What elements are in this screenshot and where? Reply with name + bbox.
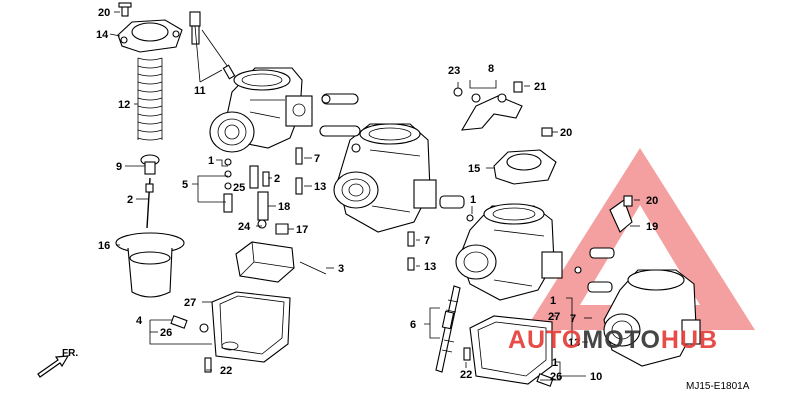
callout: 1 [550,295,556,307]
watermark-logo [525,148,755,330]
cap-assembly [115,2,185,298]
float [235,241,327,283]
carburetor-rear-right [574,195,701,367]
top-cap-right [493,149,557,185]
callout: 13 [568,337,580,349]
callout: 20 [560,127,572,139]
callout: 7 [314,153,320,165]
callout-numbers: 20 14 11 12 9 2 16 1 5 25 2 7 13 18 24 1… [96,7,658,383]
callout: 1 [470,194,476,206]
callout: 22 [220,365,232,377]
callout: 18 [278,201,290,213]
callout: 13 [314,181,326,193]
callout: 5 [182,179,188,191]
watermark-triangle [525,148,755,330]
throttle-bracket [453,81,553,137]
callout: 10 [590,371,602,383]
callout: 20 [646,195,658,207]
callout: 15 [468,163,480,175]
callout: 1 [552,357,558,369]
callout: 23 [448,65,460,77]
callout: 14 [96,29,109,41]
watermark-text: AUTOMOTOHUB [508,326,718,354]
watermark-text-group: AUTOMOTOHUB [508,326,718,354]
callout: 21 [534,81,546,93]
callout: 27 [184,297,196,309]
front-direction-arrow: FR. [37,348,78,378]
callout: 13 [424,261,436,273]
callout: 8 [488,63,494,75]
callout: 7 [424,235,430,247]
arrow-icon [37,355,70,378]
callout: 26 [550,371,562,383]
callout: 27 [548,311,560,323]
callout: 2 [274,173,280,185]
callout: 16 [98,240,110,252]
callout: 1 [208,155,214,167]
watermark-text-part: MOTO [582,326,661,354]
watermark-text-part: HUB [661,326,718,354]
callout: 6 [410,319,416,331]
callout: 9 [116,161,122,173]
callout: 19 [646,221,658,233]
direction-label: FR. [62,348,78,359]
float-bowl-left [170,291,291,373]
diagram-code: MJ15-E1801A [686,381,750,392]
carburetor-rear-left [333,123,437,233]
jet-tube [435,285,461,373]
callout: 11 [194,85,206,97]
callout: 24 [238,221,251,233]
spring [137,57,163,141]
callout: 26 [160,327,172,339]
callout: 12 [118,99,130,111]
callout: 25 [233,182,245,194]
callout: 2 [127,194,133,206]
carburetor-front-right [407,203,563,301]
callout: 4 [136,315,143,327]
watermark-text-part: AUTO [508,326,582,354]
callout: 3 [338,263,344,275]
carburetor-front-left [209,67,313,153]
callout: 7 [570,313,576,325]
small-parts-mid [223,147,303,235]
callout: 20 [98,7,110,19]
callout: 22 [460,369,472,381]
connecting-pipes [319,93,474,222]
callout: 17 [296,224,308,236]
leader-lines [109,11,640,381]
